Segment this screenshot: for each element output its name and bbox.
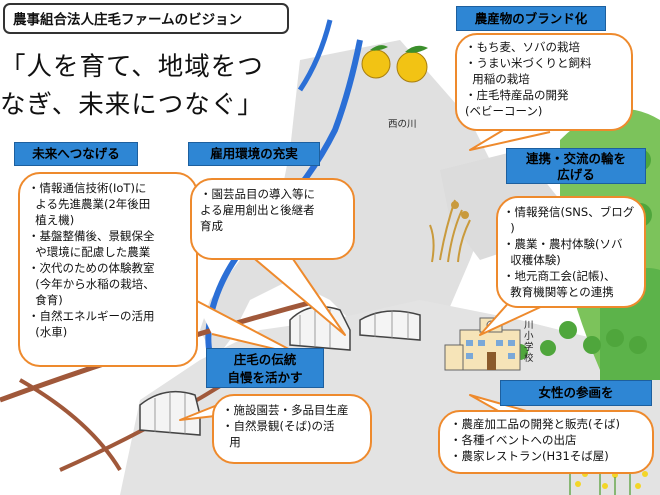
cooperation-item: ・情報発信(SNS、ブログ ) [503,205,635,235]
cooperation-item: ・地元商工会(記帳)、 教育機関等との連携 [503,269,616,299]
tradition-header-line-2: 自慢を活かす [227,370,303,385]
future-callout: ・情報通信技術(IoT)に よる先進農業(2年後田 植え機) ・基盤整備後、景観… [18,172,198,367]
women-item: ・農家レストラン(H31そば屋) [450,449,609,463]
cooperation-header: 連携・交流の輪を 広げる [506,148,646,184]
tradition-header: 庄毛の伝統 自慢を活かす [206,348,324,388]
future-item: ・基盤整備後、景観保全 や環境に配慮した農業 [28,229,155,259]
women-callout: ・農産加工品の開発と販売(そば) ・各種イベントへの出店 ・農家レストラン(H3… [438,410,654,474]
brand-item: ・もち麦、ソバの栽培 [465,40,580,54]
future-item: ・自然エネルギーの活用 (水車) [28,309,155,339]
slogan-line-2: なぎ、未来につなぐ」 [0,90,264,120]
rice-plant-icon [429,199,471,263]
employment-callout: ・園芸品目の導入等に よる雇用創出と後継者 育成 [190,178,355,260]
slogan-line-1: 「人を育て、地域をつ [0,52,264,82]
future-item: ・情報通信技術(IoT)に よる先進農業(2年後田 植え機) [28,181,151,227]
school-label: 川 小 学 校 [524,320,534,364]
river-line-2 [297,19,333,92]
women-item: ・各種イベントへの出店 [450,433,577,447]
cooperation-callout: ・情報発信(SNS、ブログ ) ・農業・農村体験(ソバ 収穫体験) ・地元商工会… [496,196,646,308]
future-item: ・次代のための体験教室 (今年から水稲の栽培、 食育) [28,261,155,307]
page-title: 農事組合法人庄毛ファームのビジョン [3,3,289,34]
brand-item: ・うまい米づくりと飼料 用稲の栽培 [465,56,592,86]
tradition-item: ・自然景観(そば)の活 用 [222,419,335,449]
river-label: 西の川 [388,119,417,130]
brand-callout: ・もち麦、ソバの栽培 ・うまい米づくりと飼料 用稲の栽培 ・庄毛特産品の開発 (… [455,33,633,131]
callout-tail-employment [249,239,346,336]
employment-header: 雇用環境の充実 [188,142,320,166]
cooperation-header-line-2: 広げる [557,167,595,182]
tradition-header-line-1: 庄毛の伝統 [233,352,297,367]
tradition-callout: ・施設園芸・多品目生産 ・自然景観(そば)の活 用 [212,394,372,464]
brand-header: 農産物のブランド化 [456,6,606,31]
employment-item: ・園芸品目の導入等に よる雇用創出と後継者 育成 [200,187,315,233]
brand-item: ・庄毛特産品の開発 (ベビーコーン) [465,88,569,118]
women-header: 女性の参画を [500,380,652,406]
tradition-item: ・施設園芸・多品目生産 [222,403,349,417]
cooperation-item: ・農業・農村体験(ソバ 収穫体験) [503,237,623,267]
women-item: ・農産加工品の開発と販売(そば) [450,417,620,431]
yuzu-fruit-icon [361,45,428,83]
cooperation-header-line-1: 連携・交流の輪を [525,151,626,166]
future-header: 未来へつなげる [14,142,138,166]
road-line-3 [19,378,122,472]
